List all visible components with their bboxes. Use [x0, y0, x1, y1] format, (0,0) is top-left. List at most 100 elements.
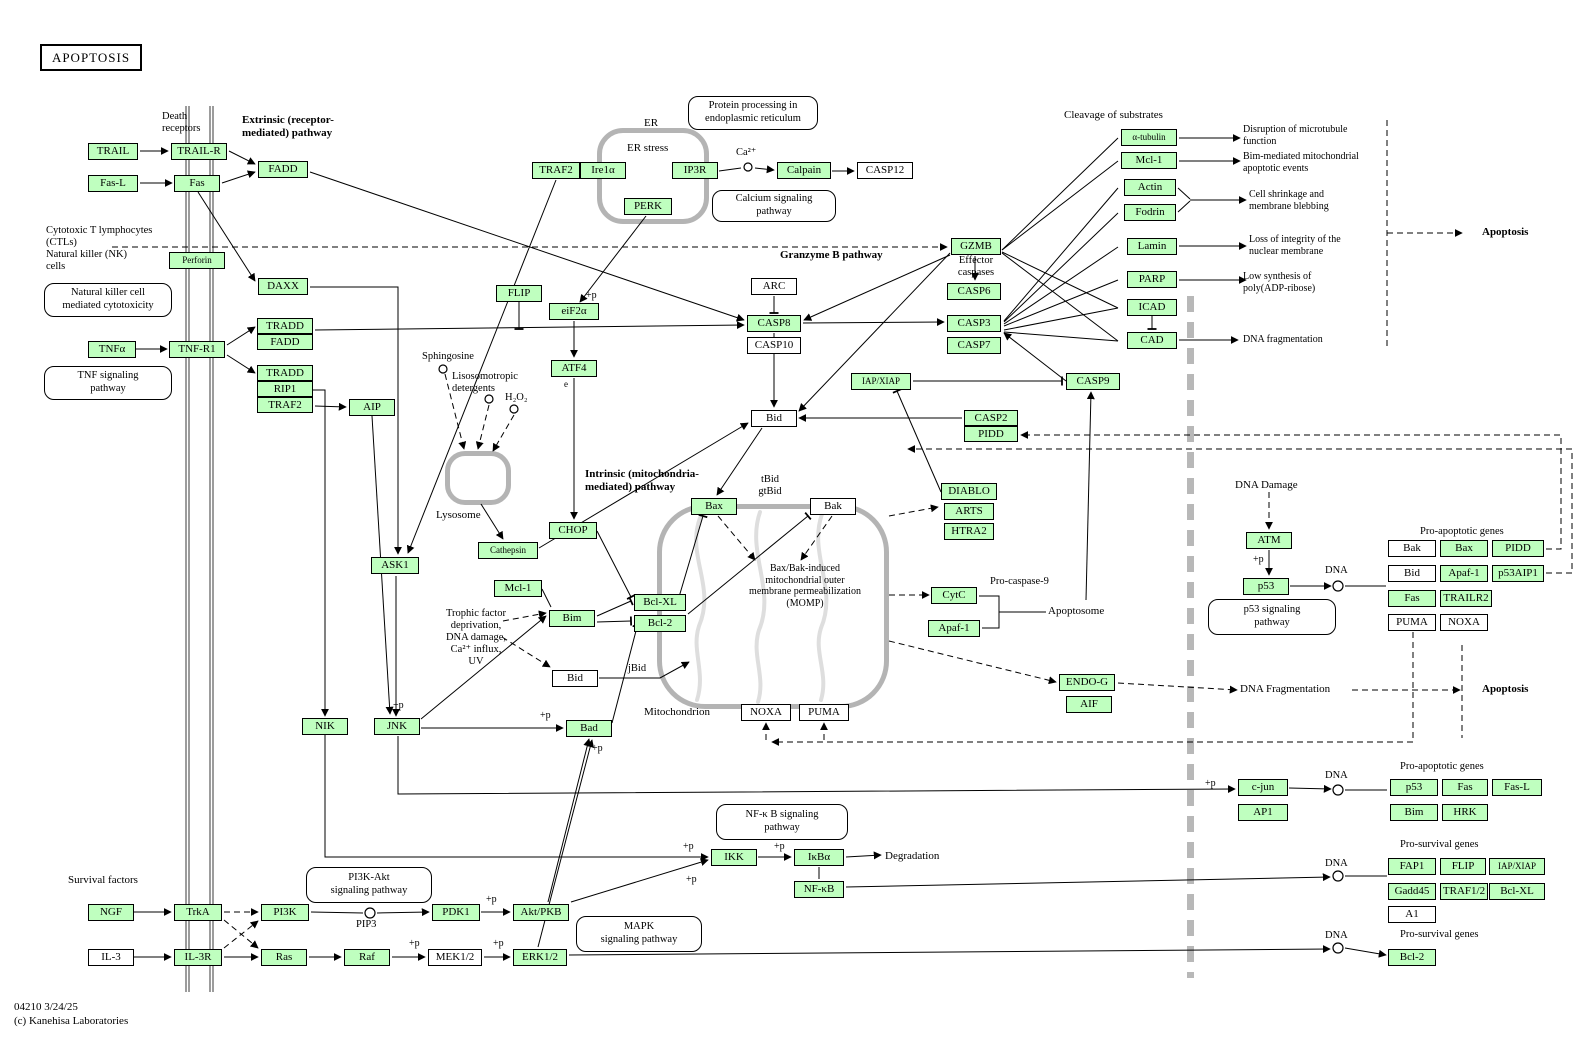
node-p53-g[interactable]: p53	[1390, 779, 1438, 796]
pathway-link-pi3k-akt-signaling[interactable]: PI3K-Akt signaling pathway	[306, 867, 432, 903]
node-trka[interactable]: TrkA	[174, 904, 222, 921]
node-aip[interactable]: AIP	[349, 399, 395, 416]
node-bad[interactable]: Bad	[566, 720, 612, 737]
node-atf4[interactable]: ATF4	[551, 360, 597, 377]
pathway-link-calcium-signaling[interactable]: Calcium signaling pathway	[712, 190, 836, 222]
node-diablo[interactable]: DIABLO	[941, 483, 997, 500]
node-cathepsin[interactable]: Cathepsin	[478, 542, 538, 559]
node-bid-2[interactable]: Bid	[552, 670, 598, 687]
node-lamin[interactable]: Lamin	[1127, 238, 1177, 255]
node-tradd-2[interactable]: TRADD	[257, 365, 313, 381]
node-raf[interactable]: Raf	[344, 949, 390, 966]
node-bax-g[interactable]: Bax	[1440, 540, 1488, 557]
node-chop[interactable]: CHOP	[549, 522, 597, 539]
node-apaf-1-a[interactable]: Apaf-1	[928, 620, 980, 637]
node-fadd-1[interactable]: FADD	[258, 161, 308, 178]
node-a1[interactable]: A1	[1388, 906, 1436, 923]
node-tnf-r1[interactable]: TNF-R1	[169, 341, 225, 358]
node-traf1-2[interactable]: TRAF1/2	[1440, 883, 1488, 900]
node-ikba[interactable]: IκBα	[794, 849, 844, 866]
node-puma-1[interactable]: PUMA	[799, 704, 849, 721]
node-erk1-2[interactable]: ERK1/2	[513, 949, 567, 966]
node-il-3r[interactable]: IL-3R	[174, 949, 222, 966]
pathway-link-tnf-signaling[interactable]: TNF signaling pathway	[44, 366, 172, 400]
node-bim[interactable]: Bim	[549, 610, 595, 627]
node-perk[interactable]: PERK	[624, 198, 672, 215]
node-casp8[interactable]: CASP8	[747, 315, 801, 332]
node-iap-xiap[interactable]: IAP/XIAP	[851, 373, 911, 390]
node-flip-g[interactable]: FLIP	[1440, 858, 1486, 875]
node-mcl1-a[interactable]: Mcl-1	[1121, 152, 1177, 169]
node-fap1[interactable]: FAP1	[1388, 858, 1436, 875]
node-bid-1[interactable]: Bid	[751, 410, 797, 427]
node-p53-a[interactable]: p53	[1243, 578, 1289, 595]
node-il-3[interactable]: IL-3	[88, 949, 134, 966]
node-fas[interactable]: Fas	[174, 175, 220, 192]
node-bim-g[interactable]: Bim	[1390, 804, 1438, 821]
node-gadd45[interactable]: Gadd45	[1388, 883, 1436, 900]
node-eif2a[interactable]: eiF2α	[549, 303, 599, 320]
node-casp12[interactable]: CASP12	[857, 162, 913, 179]
node-fodrin[interactable]: Fodrin	[1124, 204, 1176, 221]
node-ask1[interactable]: ASK1	[371, 557, 419, 574]
node-iap-g[interactable]: IAP/XIAP	[1489, 858, 1545, 875]
node-c-jun[interactable]: c-jun	[1238, 779, 1288, 796]
node-noxa-1[interactable]: NOXA	[741, 704, 791, 721]
node-trail-r[interactable]: TRAIL-R	[171, 143, 227, 160]
node-fas-l-g[interactable]: Fas-L	[1492, 779, 1542, 796]
node-ikk[interactable]: IKK	[711, 849, 757, 866]
node-trail[interactable]: TRAIL	[88, 143, 138, 160]
node-traf2-b[interactable]: TRAF2	[257, 397, 313, 413]
node-rip1[interactable]: RIP1	[257, 381, 313, 397]
node-nik[interactable]: NIK	[302, 718, 348, 735]
node-p53aip1[interactable]: p53AIP1	[1492, 565, 1544, 582]
node-bak[interactable]: Bak	[810, 498, 856, 515]
node-flip[interactable]: FLIP	[496, 285, 542, 302]
node-fas-g2[interactable]: Fas	[1442, 779, 1488, 796]
pathway-link-mapk-signaling[interactable]: MAPK signaling pathway	[576, 916, 702, 952]
node-bak-g[interactable]: Bak	[1388, 540, 1436, 557]
node-aif[interactable]: AIF	[1066, 696, 1112, 713]
node-akt-pkb[interactable]: Akt/PKB	[513, 904, 569, 921]
node-endo-g[interactable]: ENDO-G	[1059, 674, 1115, 691]
node-tradd-1[interactable]: TRADD	[257, 318, 313, 334]
node-hrk[interactable]: HRK	[1442, 804, 1488, 821]
node-calpain[interactable]: Calpain	[777, 162, 831, 179]
node-mek1-2[interactable]: MEK1/2	[428, 949, 482, 966]
node-ngf[interactable]: NGF	[88, 904, 134, 921]
node-atm[interactable]: ATM	[1246, 532, 1292, 549]
node-pdk1[interactable]: PDK1	[432, 904, 480, 921]
node-casp3[interactable]: CASP3	[947, 315, 1001, 332]
node-casp6[interactable]: CASP6	[947, 283, 1001, 300]
node-pidd-1[interactable]: PIDD	[964, 426, 1018, 442]
node-casp7[interactable]: CASP7	[947, 337, 1001, 354]
node-pidd-g[interactable]: PIDD	[1492, 540, 1544, 557]
node-puma-g[interactable]: PUMA	[1388, 614, 1436, 631]
node-fas-g[interactable]: Fas	[1388, 590, 1436, 607]
node-casp9[interactable]: CASP9	[1066, 373, 1120, 390]
node-nfkb[interactable]: NF-κB	[794, 881, 844, 898]
node-traf2-a[interactable]: TRAF2	[532, 162, 580, 179]
node-casp10[interactable]: CASP10	[747, 337, 801, 354]
node-icad[interactable]: ICAD	[1127, 299, 1177, 316]
node-daxx[interactable]: DAXX	[258, 278, 308, 295]
node-casp2[interactable]: CASP2	[964, 410, 1018, 426]
pathway-link-p53-signaling[interactable]: p53 signaling pathway	[1208, 599, 1336, 635]
node-bcl-xl-1[interactable]: Bcl-XL	[634, 594, 686, 611]
node-ap1[interactable]: AP1	[1238, 804, 1288, 821]
node-actin[interactable]: Actin	[1124, 179, 1176, 196]
node-bcl-2-g[interactable]: Bcl-2	[1388, 949, 1436, 966]
node-bax[interactable]: Bax	[691, 498, 737, 515]
node-bcl-xl-g[interactable]: Bcl-XL	[1489, 883, 1545, 900]
node-ire1a[interactable]: Ire1α	[580, 162, 626, 179]
node-jnk[interactable]: JNK	[374, 718, 420, 735]
node-parp[interactable]: PARP	[1127, 271, 1177, 288]
pathway-link-nfkb-signaling[interactable]: NF-κ B signaling pathway	[716, 804, 848, 840]
pathway-link-protein-processing[interactable]: Protein processing in endoplasmic reticu…	[688, 96, 818, 130]
node-noxa-g[interactable]: NOXA	[1440, 614, 1488, 631]
node-ras[interactable]: Ras	[261, 949, 307, 966]
node-apaf-1-g[interactable]: Apaf-1	[1440, 565, 1488, 582]
node-ip3r[interactable]: IP3R	[672, 162, 718, 179]
node-bid-g[interactable]: Bid	[1388, 565, 1436, 582]
node-mcl1-b[interactable]: Mcl-1	[494, 580, 542, 597]
